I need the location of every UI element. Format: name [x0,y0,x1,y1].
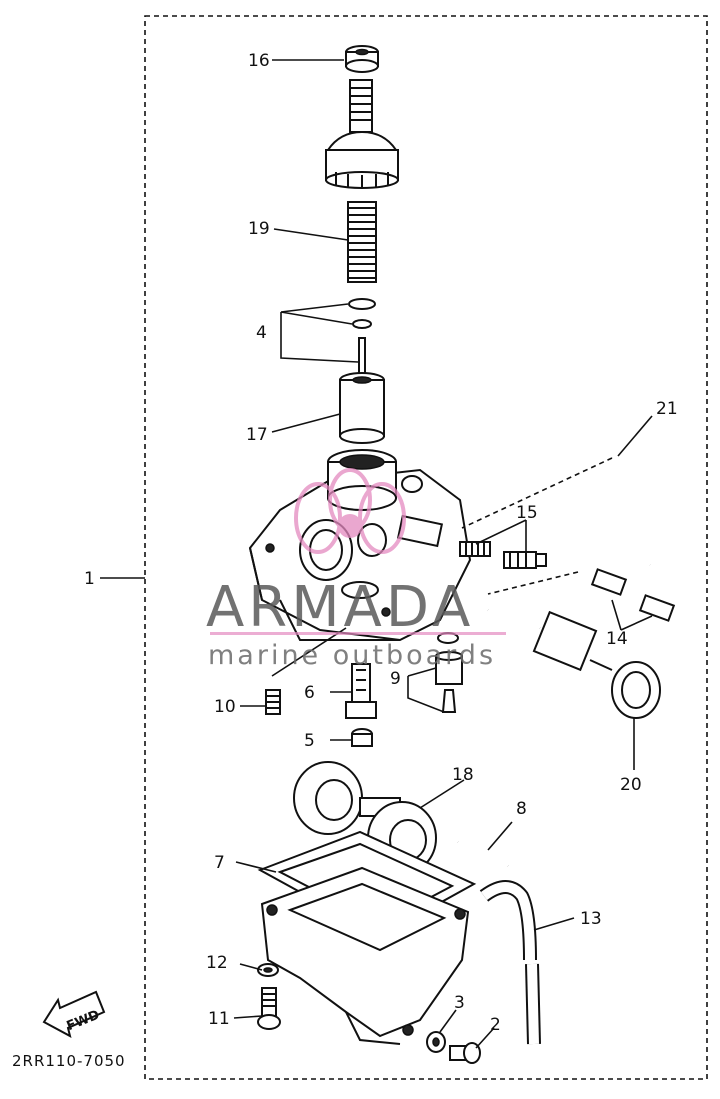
callout-4: 4 [256,323,267,343]
callout-11: 11 [208,1009,230,1029]
callout-17: 17 [246,425,268,445]
part-21-vent-hose [609,453,655,566]
part-6-needle-jet [345,663,377,719]
part-5-main-jet [351,728,373,747]
callout-numbers: 1 2 3 4 5 6 7 8 9 10 11 12 13 14 15 16 1… [84,51,678,1035]
watermark-brand: ARMADA [206,575,474,640]
callout-18: 18 [452,765,474,785]
part-4-needle-clip [348,298,376,387]
armada-watermark: ARMADA marine outboards [206,468,506,671]
armada-logo-icon [294,468,406,554]
part-14-throttle-screw [590,568,676,622]
part-16-nut [345,45,379,73]
part-9-jet-holder [435,632,463,713]
part-20-starter-plunger [486,604,661,719]
part-13-overflow-hose [479,880,541,1045]
leader-lines [100,59,653,1049]
part-10-screw [265,689,281,715]
part-12-washer [257,963,279,977]
part-2-drain-plug [449,1042,481,1064]
watermark-tagline: marine outboards [208,640,496,671]
callout-1: 1 [84,569,95,589]
part-11-bowl-screw [257,987,281,1030]
callout-15: 15 [516,503,538,523]
part-19-spring [347,201,377,283]
callout-19: 19 [248,219,270,239]
callout-7: 7 [214,853,225,873]
part-3-washer [426,1031,446,1053]
callout-5: 5 [304,731,315,751]
callout-2: 2 [490,1015,501,1035]
float-bowl [260,866,470,1045]
callout-10: 10 [214,697,236,717]
callout-14: 14 [606,629,628,649]
callout-20: 20 [620,775,642,795]
callout-21: 21 [656,399,678,419]
callout-9: 9 [390,669,401,689]
part-8-float-pin [456,839,510,869]
callout-12: 12 [206,953,228,973]
fwd-arrow-icon: FWD [42,990,106,1038]
assembly-boundary [144,15,708,1080]
part-15-pilot-screw [459,541,547,569]
callout-13: 13 [580,909,602,929]
callout-16: 16 [248,51,270,71]
callout-3: 3 [454,993,465,1013]
mixing-chamber-cap [325,79,399,189]
callout-8: 8 [516,799,527,819]
callout-6: 6 [304,683,315,703]
part-17-throttle-valve [339,372,385,444]
diagram-code: 2RR110-7050 [12,1052,126,1070]
